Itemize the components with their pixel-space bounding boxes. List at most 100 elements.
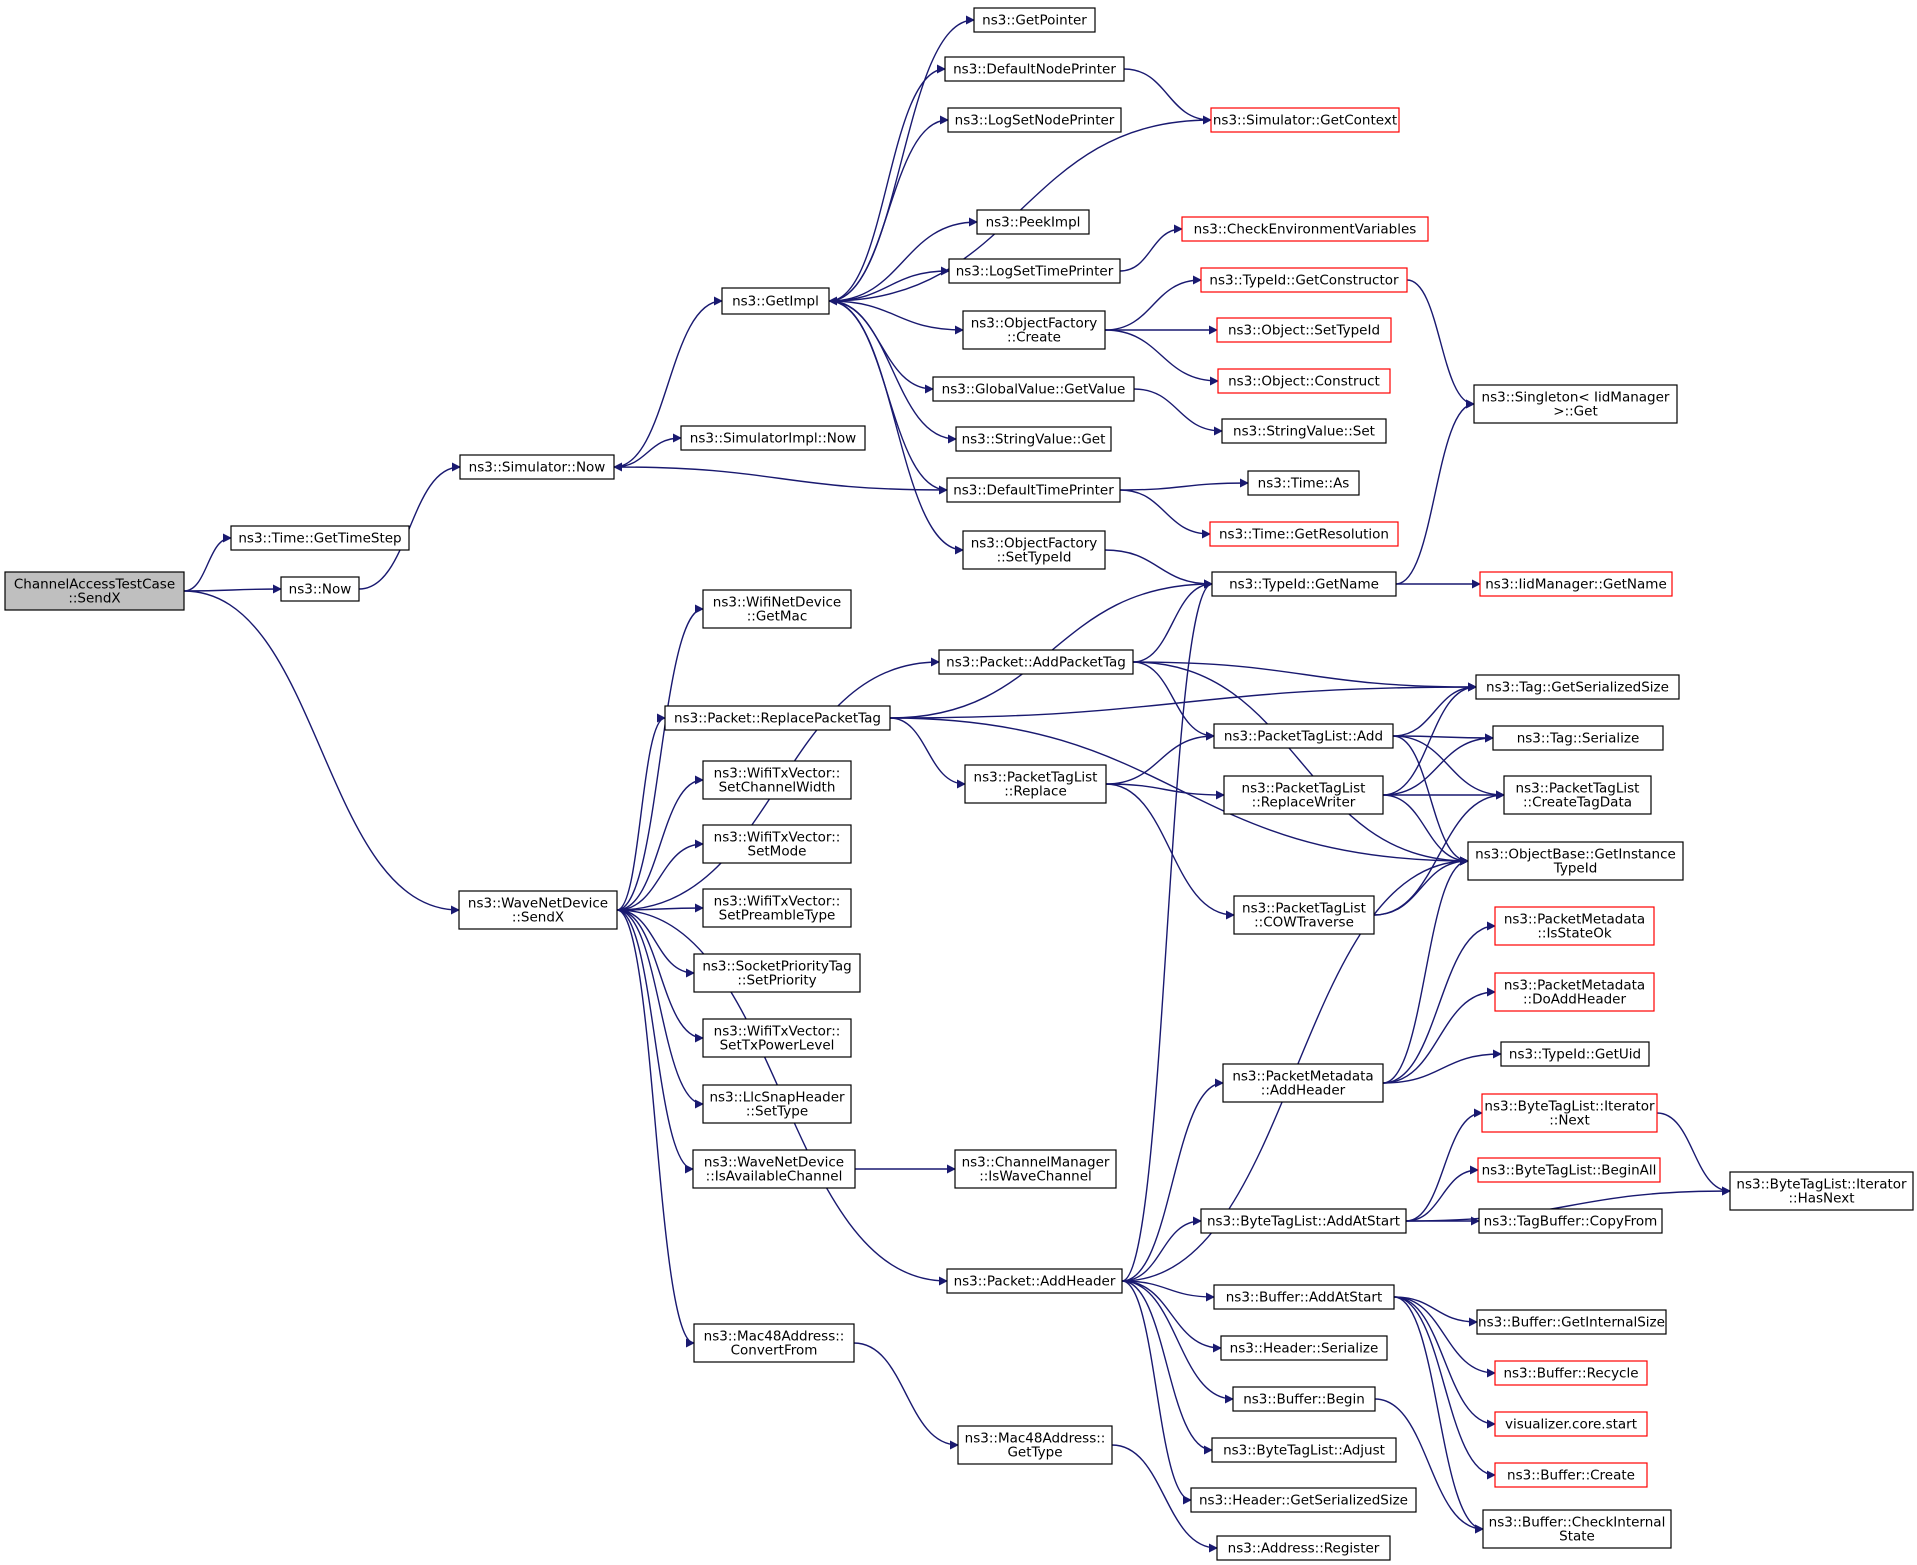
node-label: SetTxPowerLevel bbox=[720, 1038, 835, 1054]
node-box bbox=[1479, 571, 1673, 597]
function-node-ofSetTypeId[interactable]: ns3::ObjectFactory::SetTypeId bbox=[962, 530, 1106, 570]
function-node-tagSerialize[interactable]: ns3::Tag::Serialize bbox=[1492, 725, 1664, 751]
function-node-bufGetIntSize[interactable]: ns3::Buffer::GetInternalSize bbox=[1476, 1309, 1667, 1335]
function-node-ptlReplaceWriter[interactable]: ns3::PacketTagList::ReplaceWriter bbox=[1223, 775, 1384, 815]
function-node-simGetContext[interactable]: ns3::Simulator::GetContext bbox=[1210, 107, 1400, 133]
function-node-vizStart[interactable]: visualizer.core.start bbox=[1494, 1411, 1648, 1437]
node-box bbox=[1478, 1208, 1663, 1234]
call-edge-ptlReplace-ptlAdd bbox=[1105, 731, 1215, 785]
function-node-ptlReplace[interactable]: ns3::PacketTagList::Replace bbox=[964, 764, 1107, 804]
function-node-btlAddAtStart[interactable]: ns3::ByteTagList::AddAtStart bbox=[1200, 1208, 1407, 1234]
node-label: ns3::ByteTagList::Adjust bbox=[1223, 1443, 1385, 1459]
node-box bbox=[702, 1018, 852, 1058]
function-node-txvSetTxPower[interactable]: ns3::WifiTxVector::SetTxPowerLevel bbox=[702, 1018, 852, 1058]
node-box bbox=[1477, 1157, 1661, 1183]
function-node-root[interactable]: ChannelAccessTestCase::SendX bbox=[4, 571, 185, 611]
node-label: ::HasNext bbox=[1788, 1191, 1854, 1207]
node-box bbox=[1494, 1411, 1648, 1437]
function-node-simImplNow[interactable]: ns3::SimulatorImpl::Now bbox=[680, 425, 866, 451]
node-label: ns3::Object::Construct bbox=[1228, 374, 1380, 390]
call-edge-macConvertFrom-macGetType bbox=[853, 1342, 959, 1450]
call-edge-ptlReplace-ptlCowTraverse bbox=[1105, 783, 1235, 920]
function-node-tidGetCtor[interactable]: ns3::TypeId::GetConstructor bbox=[1200, 267, 1408, 293]
function-node-pmIsStateOk[interactable]: ns3::PacketMetadata::IsStateOk bbox=[1494, 906, 1655, 946]
call-edge-bufBegin-bufCheckInt bbox=[1374, 1398, 1484, 1534]
function-node-wnSendX[interactable]: ns3::WaveNetDevice::SendX bbox=[458, 890, 618, 930]
function-node-pktReplacePacketTag[interactable]: ns3::Packet::ReplacePacketTag bbox=[664, 705, 891, 731]
function-node-svGet[interactable]: ns3::StringValue::Get bbox=[955, 426, 1112, 452]
function-node-ptlAdd[interactable]: ns3::PacketTagList::Add bbox=[1213, 723, 1394, 749]
function-node-pmAddHeader[interactable]: ns3::PacketMetadata::AddHeader bbox=[1222, 1063, 1384, 1103]
function-node-cmIsWave[interactable]: ns3::ChannelManager::IsWaveChannel bbox=[954, 1149, 1117, 1189]
function-node-logSetTimePrinter[interactable]: ns3::LogSetTimePrinter bbox=[948, 258, 1121, 284]
function-node-llcSetType[interactable]: ns3::LlcSnapHeader::SetType bbox=[702, 1084, 852, 1124]
function-node-tidGetUid[interactable]: ns3::TypeId::GetUid bbox=[1500, 1041, 1650, 1067]
function-node-hdrGetSerSize[interactable]: ns3::Header::GetSerializedSize bbox=[1190, 1487, 1417, 1513]
function-node-wifiGetMac[interactable]: ns3::WifiNetDevice::GetMac bbox=[702, 589, 852, 629]
function-node-txvSetChWidth[interactable]: ns3::WifiTxVector::SetChannelWidth bbox=[702, 760, 852, 800]
function-node-tbCopyFrom[interactable]: ns3::TagBuffer::CopyFrom bbox=[1478, 1208, 1663, 1234]
function-node-ptlCreateTagData[interactable]: ns3::PacketTagList::CreateTagData bbox=[1503, 775, 1652, 815]
call-edge-defTimePrinter-timeGetRes bbox=[1119, 489, 1211, 539]
function-node-tagGetSerSize[interactable]: ns3::Tag::GetSerializedSize bbox=[1475, 674, 1680, 700]
function-node-btlItHasNext[interactable]: ns3::ByteTagList::Iterator::HasNext bbox=[1729, 1171, 1914, 1211]
function-node-ptlCowTraverse[interactable]: ns3::PacketTagList::COWTraverse bbox=[1233, 895, 1375, 935]
call-edge-macGetType-addrRegister bbox=[1111, 1444, 1218, 1553]
function-node-bufBegin[interactable]: ns3::Buffer::Begin bbox=[1232, 1386, 1376, 1412]
call-edge-defNodePrinter-simGetContext bbox=[1123, 68, 1212, 125]
function-node-peekImpl[interactable]: ns3::PeekImpl bbox=[976, 209, 1090, 235]
function-node-pktAddPacketTag[interactable]: ns3::Packet::AddPacketTag bbox=[938, 649, 1134, 675]
function-node-simNow[interactable]: ns3::Simulator::Now bbox=[459, 454, 615, 480]
function-node-objConstruct[interactable]: ns3::Object::Construct bbox=[1217, 368, 1391, 394]
function-node-wnIsAvail[interactable]: ns3::WaveNetDevice::IsAvailableChannel bbox=[692, 1149, 856, 1189]
function-node-svSet[interactable]: ns3::StringValue::Set bbox=[1221, 418, 1387, 444]
node-label: ::SetPriority bbox=[737, 973, 816, 989]
function-node-hdrSerialize[interactable]: ns3::Header::Serialize bbox=[1220, 1335, 1388, 1361]
function-node-macGetType[interactable]: ns3::Mac48Address::GetType bbox=[957, 1425, 1113, 1465]
function-node-gvGetValue[interactable]: ns3::GlobalValue::GetValue bbox=[932, 376, 1135, 402]
function-node-txvSetMode[interactable]: ns3::WifiTxVector::SetMode bbox=[702, 824, 852, 864]
function-node-getPointer[interactable]: ns3::GetPointer bbox=[973, 7, 1096, 33]
function-node-timeGetRes[interactable]: ns3::Time::GetResolution bbox=[1209, 521, 1399, 547]
call-edge-bufAddAtStart-vizStart bbox=[1393, 1296, 1496, 1429]
function-node-now[interactable]: ns3::Now bbox=[280, 576, 360, 602]
function-node-btlBeginAll[interactable]: ns3::ByteTagList::BeginAll bbox=[1477, 1157, 1661, 1183]
call-edge-btlItNext-btlItHasNext bbox=[1656, 1112, 1731, 1196]
function-node-checkEnv[interactable]: ns3::CheckEnvironmentVariables bbox=[1181, 216, 1429, 242]
function-node-iidGetName[interactable]: ns3::IidManager::GetName bbox=[1479, 571, 1673, 597]
function-node-timeGetTimeStep[interactable]: ns3::Time::GetTimeStep bbox=[230, 525, 410, 551]
function-node-ofCreate[interactable]: ns3::ObjectFactory::Create bbox=[962, 310, 1106, 350]
node-label: ns3::ObjectFactory bbox=[971, 536, 1098, 552]
function-node-defNodePrinter[interactable]: ns3::DefaultNodePrinter bbox=[944, 56, 1125, 82]
function-node-logSetNodePrinter[interactable]: ns3::LogSetNodePrinter bbox=[947, 107, 1122, 133]
node-box bbox=[938, 649, 1134, 675]
node-box bbox=[1211, 1437, 1397, 1463]
function-node-pmDoAddHeader[interactable]: ns3::PacketMetadata::DoAddHeader bbox=[1494, 972, 1655, 1012]
node-label: ns3::SocketPriorityTag bbox=[702, 959, 851, 975]
function-node-objSetTypeId[interactable]: ns3::Object::SetTypeId bbox=[1216, 317, 1392, 343]
function-node-txvSetPreamble[interactable]: ns3::WifiTxVector::SetPreambleType bbox=[702, 888, 852, 928]
node-label: ns3::DefaultTimePrinter bbox=[953, 483, 1114, 499]
call-edge-wnSendX-wnIsAvail bbox=[616, 909, 694, 1174]
function-node-pktAddHeader[interactable]: ns3::Packet::AddHeader bbox=[946, 1268, 1123, 1294]
function-node-sptSetPriority[interactable]: ns3::SocketPriorityTag::SetPriority bbox=[693, 953, 861, 993]
call-edge-pmAddHeader-pmIsStateOk bbox=[1382, 921, 1496, 1084]
call-edge-ptlAdd-ptlCreateTagData bbox=[1392, 735, 1505, 800]
function-node-defTimePrinter[interactable]: ns3::DefaultTimePrinter bbox=[946, 477, 1121, 503]
function-node-singletonGet[interactable]: ns3::Singleton< IidManager>::Get bbox=[1473, 384, 1678, 424]
function-node-bufCreate[interactable]: ns3::Buffer::Create bbox=[1494, 1462, 1648, 1488]
node-box bbox=[1473, 384, 1678, 424]
function-node-bufRecycle[interactable]: ns3::Buffer::Recycle bbox=[1494, 1360, 1648, 1386]
function-node-btlAdjust[interactable]: ns3::ByteTagList::Adjust bbox=[1211, 1437, 1397, 1463]
function-node-getImpl[interactable]: ns3::GetImpl bbox=[721, 287, 830, 315]
call-edge-simNow-simImplNow bbox=[613, 433, 682, 468]
function-node-addrRegister[interactable]: ns3::Address::Register bbox=[1216, 1535, 1391, 1561]
function-node-bufAddAtStart[interactable]: ns3::Buffer::AddAtStart bbox=[1213, 1284, 1395, 1310]
function-node-btlItNext[interactable]: ns3::ByteTagList::Iterator::Next bbox=[1481, 1093, 1658, 1133]
function-node-macConvertFrom[interactable]: ns3::Mac48Address::ConvertFrom bbox=[693, 1323, 855, 1363]
function-node-timeAs[interactable]: ns3::Time::As bbox=[1247, 470, 1360, 496]
node-label: ns3::Simulator::Now bbox=[469, 460, 606, 476]
function-node-tidGetName[interactable]: ns3::TypeId::GetName bbox=[1211, 571, 1397, 597]
